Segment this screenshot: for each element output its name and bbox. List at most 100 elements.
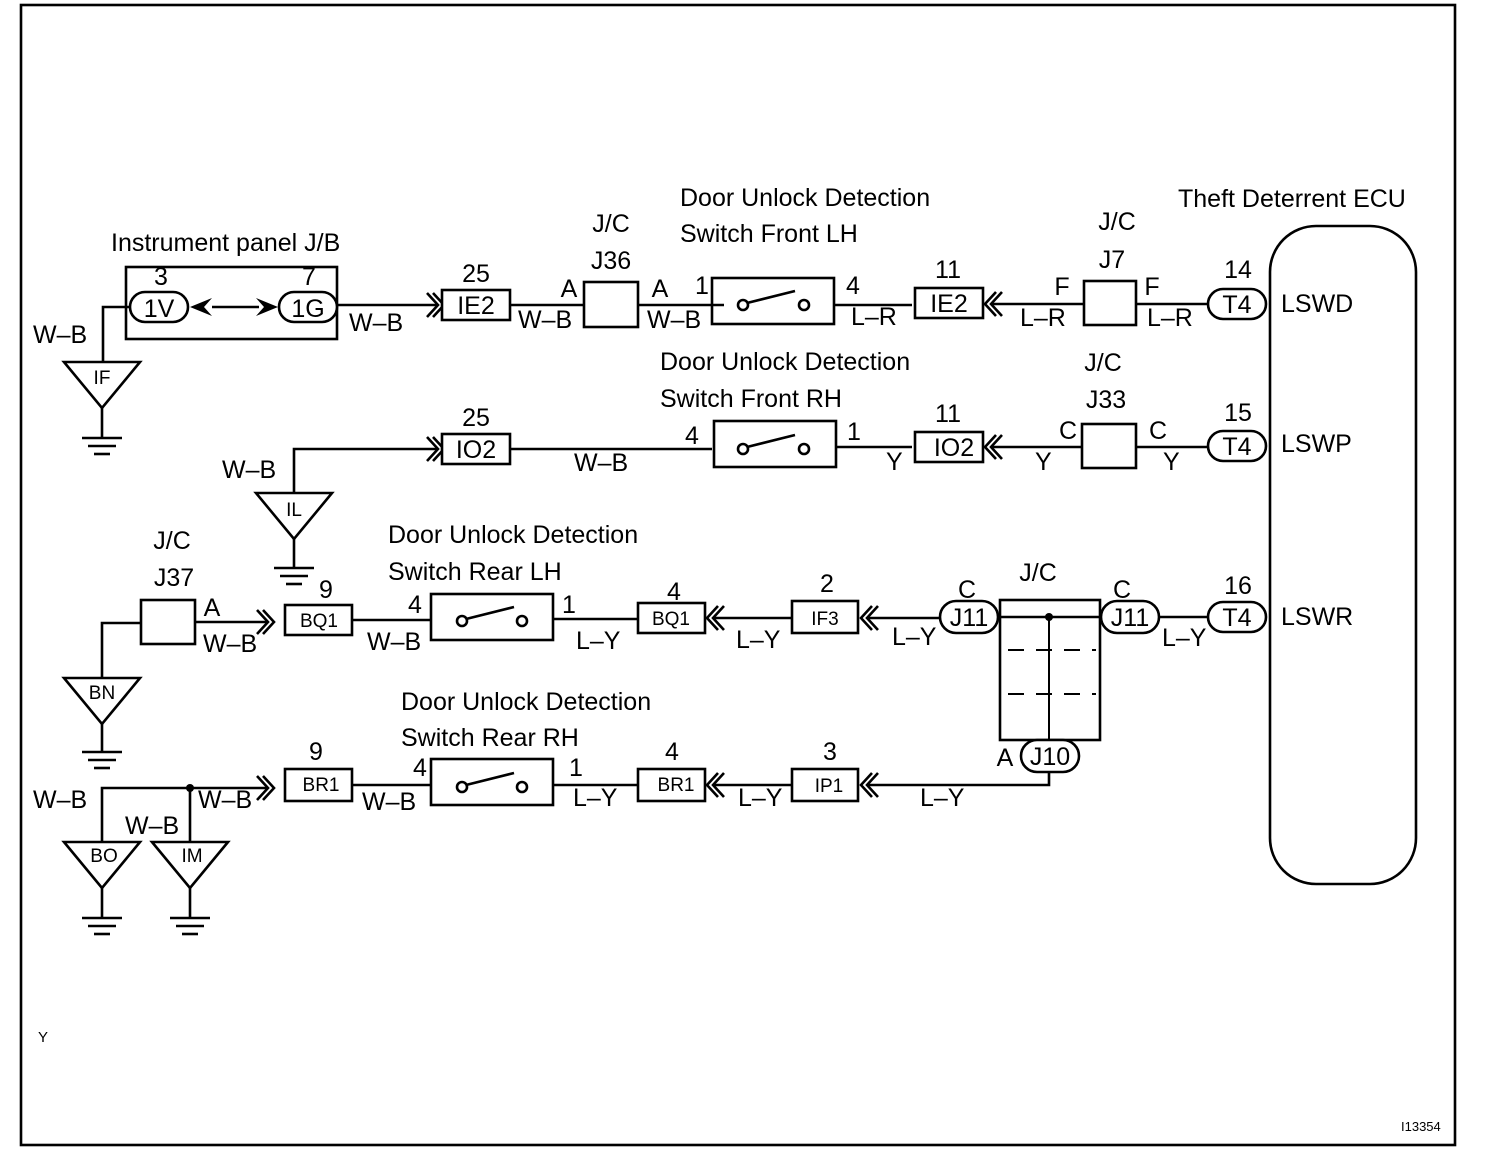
wire-color-label: W–B	[33, 321, 87, 349]
connector-ie2-left-label: IE2	[457, 292, 495, 320]
jb-connector-1g	[277, 290, 339, 324]
connector-br1-left	[283, 767, 354, 803]
switch-front-rh-pin-b: 1	[847, 418, 861, 446]
j36-jc-label: J/C	[592, 210, 630, 238]
j36-name: J36	[591, 247, 631, 275]
junction-j7	[1082, 279, 1138, 327]
ground-im-label: IM	[181, 846, 202, 867]
switch-front-lh-pin-b: 4	[846, 272, 860, 300]
connector-io2-left	[440, 432, 512, 466]
ecu-connector-t4-16-label: T4	[1222, 604, 1251, 632]
jb-connector-1g-label: 1G	[291, 295, 324, 323]
br1-right-pin: 4	[665, 738, 679, 766]
wire-color-label: L–R	[851, 303, 897, 331]
wire-color-label: W–B	[349, 309, 403, 337]
ip1-pin: 3	[823, 738, 837, 766]
ecu-connector-t4-14-label: T4	[1222, 291, 1251, 319]
ground-bn-label: BN	[89, 683, 115, 704]
ground-bo-triangle	[61, 840, 143, 891]
connector-ie2-right	[913, 286, 985, 320]
connector-br1-right	[636, 767, 707, 803]
wire-color-label: L–R	[1147, 304, 1193, 332]
connector-ip1-label: IP1	[815, 776, 844, 797]
connector-j11-left-label: J11	[950, 604, 988, 632]
junction-j36	[582, 280, 640, 329]
wire-color-label: Y	[1035, 448, 1052, 476]
ground-bn-triangle	[61, 676, 143, 727]
if3-pin: 2	[820, 570, 834, 598]
circuit-front-lh: Instrument panel J/B 3 7 1V 1G W–B IF W–…	[33, 184, 1208, 456]
j7-jc-label: J/C	[1098, 208, 1136, 236]
wire-color-label: Y	[1163, 448, 1180, 476]
circuit-front-rh: W–B IL 25 IO2 W–B Door Unlock Detection …	[222, 348, 1208, 586]
connector-if3-label: IF3	[811, 609, 838, 630]
ecu-terminal-lswd-name: LSWD	[1281, 290, 1353, 318]
wire-color-label: L–Y	[736, 626, 781, 654]
wire-color-label: L–Y	[920, 784, 965, 812]
jb-pin-3: 3	[154, 263, 168, 291]
wire-color-label: W–B	[222, 456, 276, 484]
j37-jc-label: J/C	[153, 527, 191, 555]
connector-ie2-right-label: IE2	[930, 290, 968, 318]
ecu-body	[1268, 224, 1418, 886]
wire-color-label: W–B	[198, 786, 252, 814]
j10-pin: A	[997, 744, 1014, 772]
ground-bo-label: BO	[90, 846, 117, 867]
connector-br1-left-label: BR1	[303, 775, 340, 796]
switch-front-rh-pin-a: 4	[685, 422, 699, 450]
switch-front-rh-title-1: Door Unlock Detection	[660, 348, 910, 376]
switch-rear-rh-title-2: Switch Rear RH	[401, 724, 579, 752]
ground-il-label: IL	[286, 500, 302, 521]
j36-pin-in: A	[561, 275, 578, 303]
wire-color-label: L–Y	[573, 784, 618, 812]
j33-jc-label: J/C	[1084, 349, 1122, 377]
circuit-rear-rh: A J10 L–Y 3 IP1 L–Y 4 BR1 L–Y Door Unloc…	[33, 688, 1081, 936]
j11-jc-label: J/C	[1019, 559, 1057, 587]
ie2-right-pin: 11	[935, 256, 961, 284]
figure-id: I13354	[1401, 1119, 1441, 1134]
j37-pin: A	[204, 594, 221, 622]
jb-connector-1v-label: 1V	[144, 295, 175, 323]
connector-ie2-left	[440, 288, 512, 322]
switch-rear-lh	[429, 592, 555, 642]
switch-front-rh-title-2: Switch Front RH	[660, 385, 842, 413]
theft-deterrent-ecu: Theft Deterrent ECU LSWD LSWP LSWR 14 T4…	[1178, 185, 1418, 886]
switch-front-lh-title-2: Switch Front LH	[680, 220, 858, 248]
switch-rear-rh-pin-a: 4	[413, 754, 427, 782]
j7-pin-in: F	[1054, 273, 1069, 301]
bq1-right-pin: 4	[667, 578, 681, 606]
jb-arrow-left	[190, 298, 212, 316]
jb-pin-7: 7	[302, 263, 316, 291]
connector-bq1-left	[283, 603, 354, 637]
switch-rear-rh-pin-b: 1	[569, 754, 583, 782]
ie2-left-pin: 25	[462, 260, 490, 288]
wire-color-label: W–B	[33, 786, 87, 814]
instrument-panel-jb-title: Instrument panel J/B	[111, 229, 340, 257]
wire-color-label: L–Y	[1162, 624, 1207, 652]
connector-io2-right-label: IO2	[934, 434, 974, 462]
j11-right-pin: C	[1113, 576, 1131, 604]
connector-io2-right	[913, 430, 985, 464]
switch-front-lh-title-1: Door Unlock Detection	[680, 184, 930, 212]
j33-name: J33	[1086, 386, 1126, 414]
ecu-pin-15: 15	[1224, 399, 1252, 427]
io2-left-pin: 25	[462, 404, 490, 432]
ecu-terminal-lswp-name: LSWP	[1281, 430, 1352, 458]
switch-front-rh	[712, 419, 838, 469]
switch-front-lh-pin-a: 1	[695, 272, 709, 300]
wire-color-label: W–B	[367, 628, 421, 656]
j11-left-pin: C	[958, 576, 976, 604]
io2-right-pin: 11	[935, 400, 961, 428]
switch-front-lh	[710, 276, 836, 326]
j33-pin-out: C	[1149, 417, 1167, 445]
connector-br1-right-label: BR1	[658, 775, 695, 796]
ground-if-triangle	[61, 360, 143, 411]
wire-color-label: L–Y	[576, 627, 621, 655]
ground-if-label: IF	[94, 368, 111, 389]
switch-rear-lh-title-2: Switch Rear LH	[388, 558, 562, 586]
wire-color-label: L–R	[1020, 304, 1066, 332]
ecu-title: Theft Deterrent ECU	[1178, 185, 1406, 213]
j7-name: J7	[1099, 246, 1125, 274]
wire-color-label: W–B	[647, 306, 701, 334]
